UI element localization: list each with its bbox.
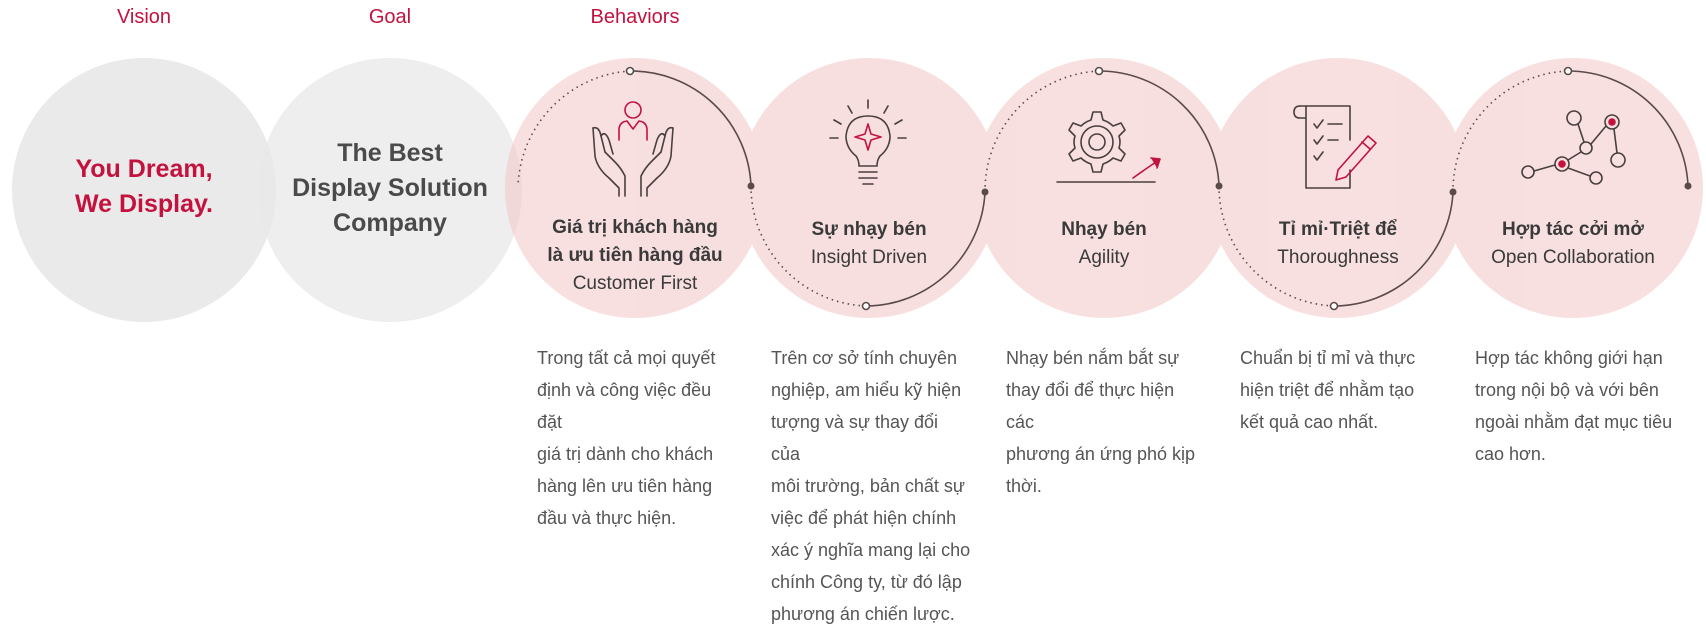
behavior-name-vi: là ưu tiên hàng đầu [547, 245, 723, 266]
description-line: môi trường, bản chất sự [771, 476, 965, 496]
description-line: xác ý nghĩa mang lại cho [771, 540, 971, 560]
description-line: tượng và sự thay đổi của [771, 412, 938, 464]
goal-statement: The Best Display Solution Company [262, 136, 518, 241]
behavior-description-4: Chuẩn bị tỉ mỉ và thực hiện triệt để nhằ… [1240, 342, 1440, 438]
arc-nodes [625, 66, 1573, 311]
description-line: phương án chiến lược. [771, 604, 955, 624]
description-line: thời. [1006, 476, 1042, 496]
flow-arcs [517, 70, 1689, 307]
description-line: kết quả cao nhất. [1240, 412, 1379, 432]
description-line: Trên cơ sở tính chuyên [771, 348, 958, 368]
description-line: định và công việc đều đặt [537, 380, 712, 432]
description-line: trong nội bộ và với bên [1475, 380, 1659, 400]
arc-node [861, 301, 871, 311]
behavior-circle-3 [974, 58, 1234, 318]
arc-junction [747, 182, 755, 190]
behavior-name-vi: Tỉ mỉ·Triệt để [1278, 219, 1398, 240]
customer-care-icon [592, 101, 674, 197]
behavior-name-5: Hợp tác cởi mở Open Collaboration [1463, 216, 1683, 272]
behavior-name-1: Giá trị khách hàng là ưu tiên hàng đầu C… [525, 214, 745, 298]
behavior-name-4: Tỉ mỉ·Triệt để Thoroughness [1228, 216, 1448, 272]
description-line: nghiệp, am hiểu kỹ hiện [771, 380, 962, 400]
arc-5-dotted [1452, 70, 1569, 193]
vision-header: Vision [116, 6, 172, 28]
description-line: thay đổi để thực hiện các [1006, 380, 1175, 432]
description-line: phương án ứng phó kịp [1006, 444, 1196, 464]
behavior-name-vi: Hợp tác cởi mở [1502, 219, 1644, 240]
behaviors-header: Behaviors [590, 6, 680, 28]
goal-line: Display Solution [292, 174, 488, 202]
description-line: ngoài nhằm đạt mục tiêu [1475, 412, 1673, 432]
behavior-name-en: Open Collaboration [1491, 247, 1655, 268]
arc-5-solid [1567, 70, 1689, 187]
arc-4-solid [1333, 191, 1454, 307]
arc-junction [1215, 182, 1223, 190]
arc-node [1329, 301, 1339, 311]
vision-statement: You Dream, We Display. [28, 152, 260, 222]
vision-line: You Dream, [75, 155, 213, 183]
behavior-name-en: Insight Driven [810, 247, 928, 268]
lightbulb-icon [829, 99, 907, 185]
behavior-name-3: Nhạy bén Agility [994, 216, 1214, 272]
arc-3-solid [1098, 70, 1220, 187]
vision-line: We Display. [74, 190, 213, 218]
description-line: hiện triệt để nhằm tạo [1240, 380, 1415, 400]
arc-node [1094, 66, 1104, 76]
goal-header: Goal [368, 6, 412, 28]
description-line: đầu và thực hiện. [537, 508, 677, 528]
description-line: giá trị dành cho khách [537, 444, 714, 464]
behavior-circle-1 [505, 58, 765, 318]
arc-junction [1449, 188, 1457, 196]
arc-1-dotted [517, 70, 631, 187]
behavior-name-vi: Sự nhạy bén [811, 219, 927, 240]
description-line: Trong tất cả mọi quyết [537, 348, 716, 368]
arc-1-solid [629, 70, 752, 187]
description-line: hàng lên ưu tiên hàng [537, 476, 713, 496]
behavior-name-en: Thoroughness [1277, 247, 1399, 268]
checklist-pencil-icon [1293, 105, 1377, 189]
goal-line: Company [333, 209, 447, 237]
behavior-description-2: Trên cơ sở tính chuyên nghiệp, am hiểu k… [771, 342, 971, 630]
behavior-description-5: Hợp tác không giới hạn trong nội bộ và v… [1475, 342, 1675, 470]
description-line: cao hơn. [1475, 444, 1546, 464]
network-nodes-icon [1521, 110, 1626, 185]
description-line: việc để phát hiện chính [771, 508, 957, 528]
arc-node [1563, 66, 1573, 76]
goal-line: The Best [337, 139, 443, 167]
behavior-name-en: Customer First [572, 273, 698, 294]
arc-junctions [747, 182, 1692, 196]
behavior-name-vi: Giá trị khách hàng [552, 217, 718, 238]
arc-2-solid [865, 191, 986, 307]
description-line: Nhạy bén nắm bắt sự [1006, 348, 1180, 368]
description-line: Hợp tác không giới hạn [1475, 348, 1663, 368]
gear-arrow-icon [1056, 111, 1161, 183]
arc-node [625, 66, 635, 76]
arc-junction [981, 188, 989, 196]
arc-junction [1684, 182, 1692, 190]
behavior-circle-5 [1443, 58, 1703, 318]
vision-circle [12, 58, 276, 322]
behavior-circle-2 [739, 58, 999, 318]
behavior-description-1: Trong tất cả mọi quyết định và công việc… [537, 342, 737, 534]
description-line: Chuẩn bị tỉ mỉ và thực [1240, 348, 1416, 368]
behavior-name-vi: Nhạy bén [1061, 219, 1147, 240]
goal-circle [258, 58, 522, 322]
behavior-name-2: Sự nhạy bén Insight Driven [759, 216, 979, 272]
behavior-description-3: Nhạy bén nắm bắt sự thay đổi để thực hiệ… [1006, 342, 1206, 502]
behavior-name-en: Agility [1078, 247, 1130, 268]
description-line: chính Công ty, từ đó lập [771, 572, 962, 592]
